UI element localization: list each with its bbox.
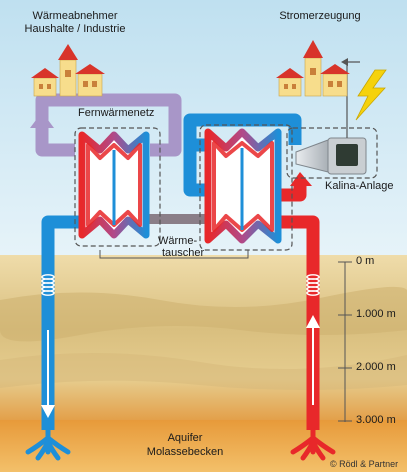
depth-label: 3.000 m xyxy=(356,414,396,426)
exchanger-enclosure-left xyxy=(74,127,161,247)
ground-layer xyxy=(0,352,407,390)
aquifer-layer xyxy=(0,420,407,472)
power-title: Stromerzeugung xyxy=(279,10,361,22)
basin-label: Molassebecken xyxy=(146,446,224,458)
kalina-enclosure xyxy=(286,127,378,179)
injection-arrow xyxy=(41,405,55,418)
pump-coil-icon xyxy=(306,274,320,296)
district-heating-pipe xyxy=(35,93,182,157)
district-heating-pipe xyxy=(35,128,75,157)
hot-pipe xyxy=(275,183,307,202)
district-heating-arrow xyxy=(30,112,54,128)
kalina-label: Kalina-Anlage xyxy=(325,180,394,192)
ground-layer xyxy=(0,286,407,342)
house-icon xyxy=(276,40,350,97)
lightning-icon xyxy=(355,69,387,121)
copyright: © Rödl & Partner xyxy=(330,459,399,469)
generator-icon xyxy=(295,137,367,175)
heat-exchanger-icon xyxy=(204,128,282,244)
house-icon xyxy=(31,44,105,97)
district-heating-label: Fernwärmenetz xyxy=(78,107,155,119)
exchanger-enclosure-right xyxy=(199,124,293,251)
consumer-title-line2: Haushalte / Industrie xyxy=(24,23,126,35)
sky xyxy=(0,0,407,255)
injection-fanout xyxy=(25,427,71,461)
depth-label: 1.000 m xyxy=(356,308,396,320)
ground xyxy=(0,255,407,420)
depth-label: 2.000 m xyxy=(356,361,396,373)
exchanger-connector xyxy=(130,214,210,224)
production-arrow xyxy=(306,315,320,328)
production-fanout xyxy=(290,427,336,461)
consumer-title-line1: Wärmeabnehmer xyxy=(32,10,118,22)
exchanger-label-bracket xyxy=(99,250,249,259)
exchanger-label-line2: tauscher xyxy=(162,247,205,259)
exchanger-label-line1: Wärme- xyxy=(158,235,198,247)
depth-label: 0 m xyxy=(356,255,375,267)
aquifer-label: Aquifer xyxy=(167,432,203,444)
pump-coil-icon xyxy=(41,274,55,296)
hot-arrow xyxy=(290,172,312,186)
power-line-arrow xyxy=(341,58,348,66)
heat-exchanger-icon xyxy=(78,131,150,239)
